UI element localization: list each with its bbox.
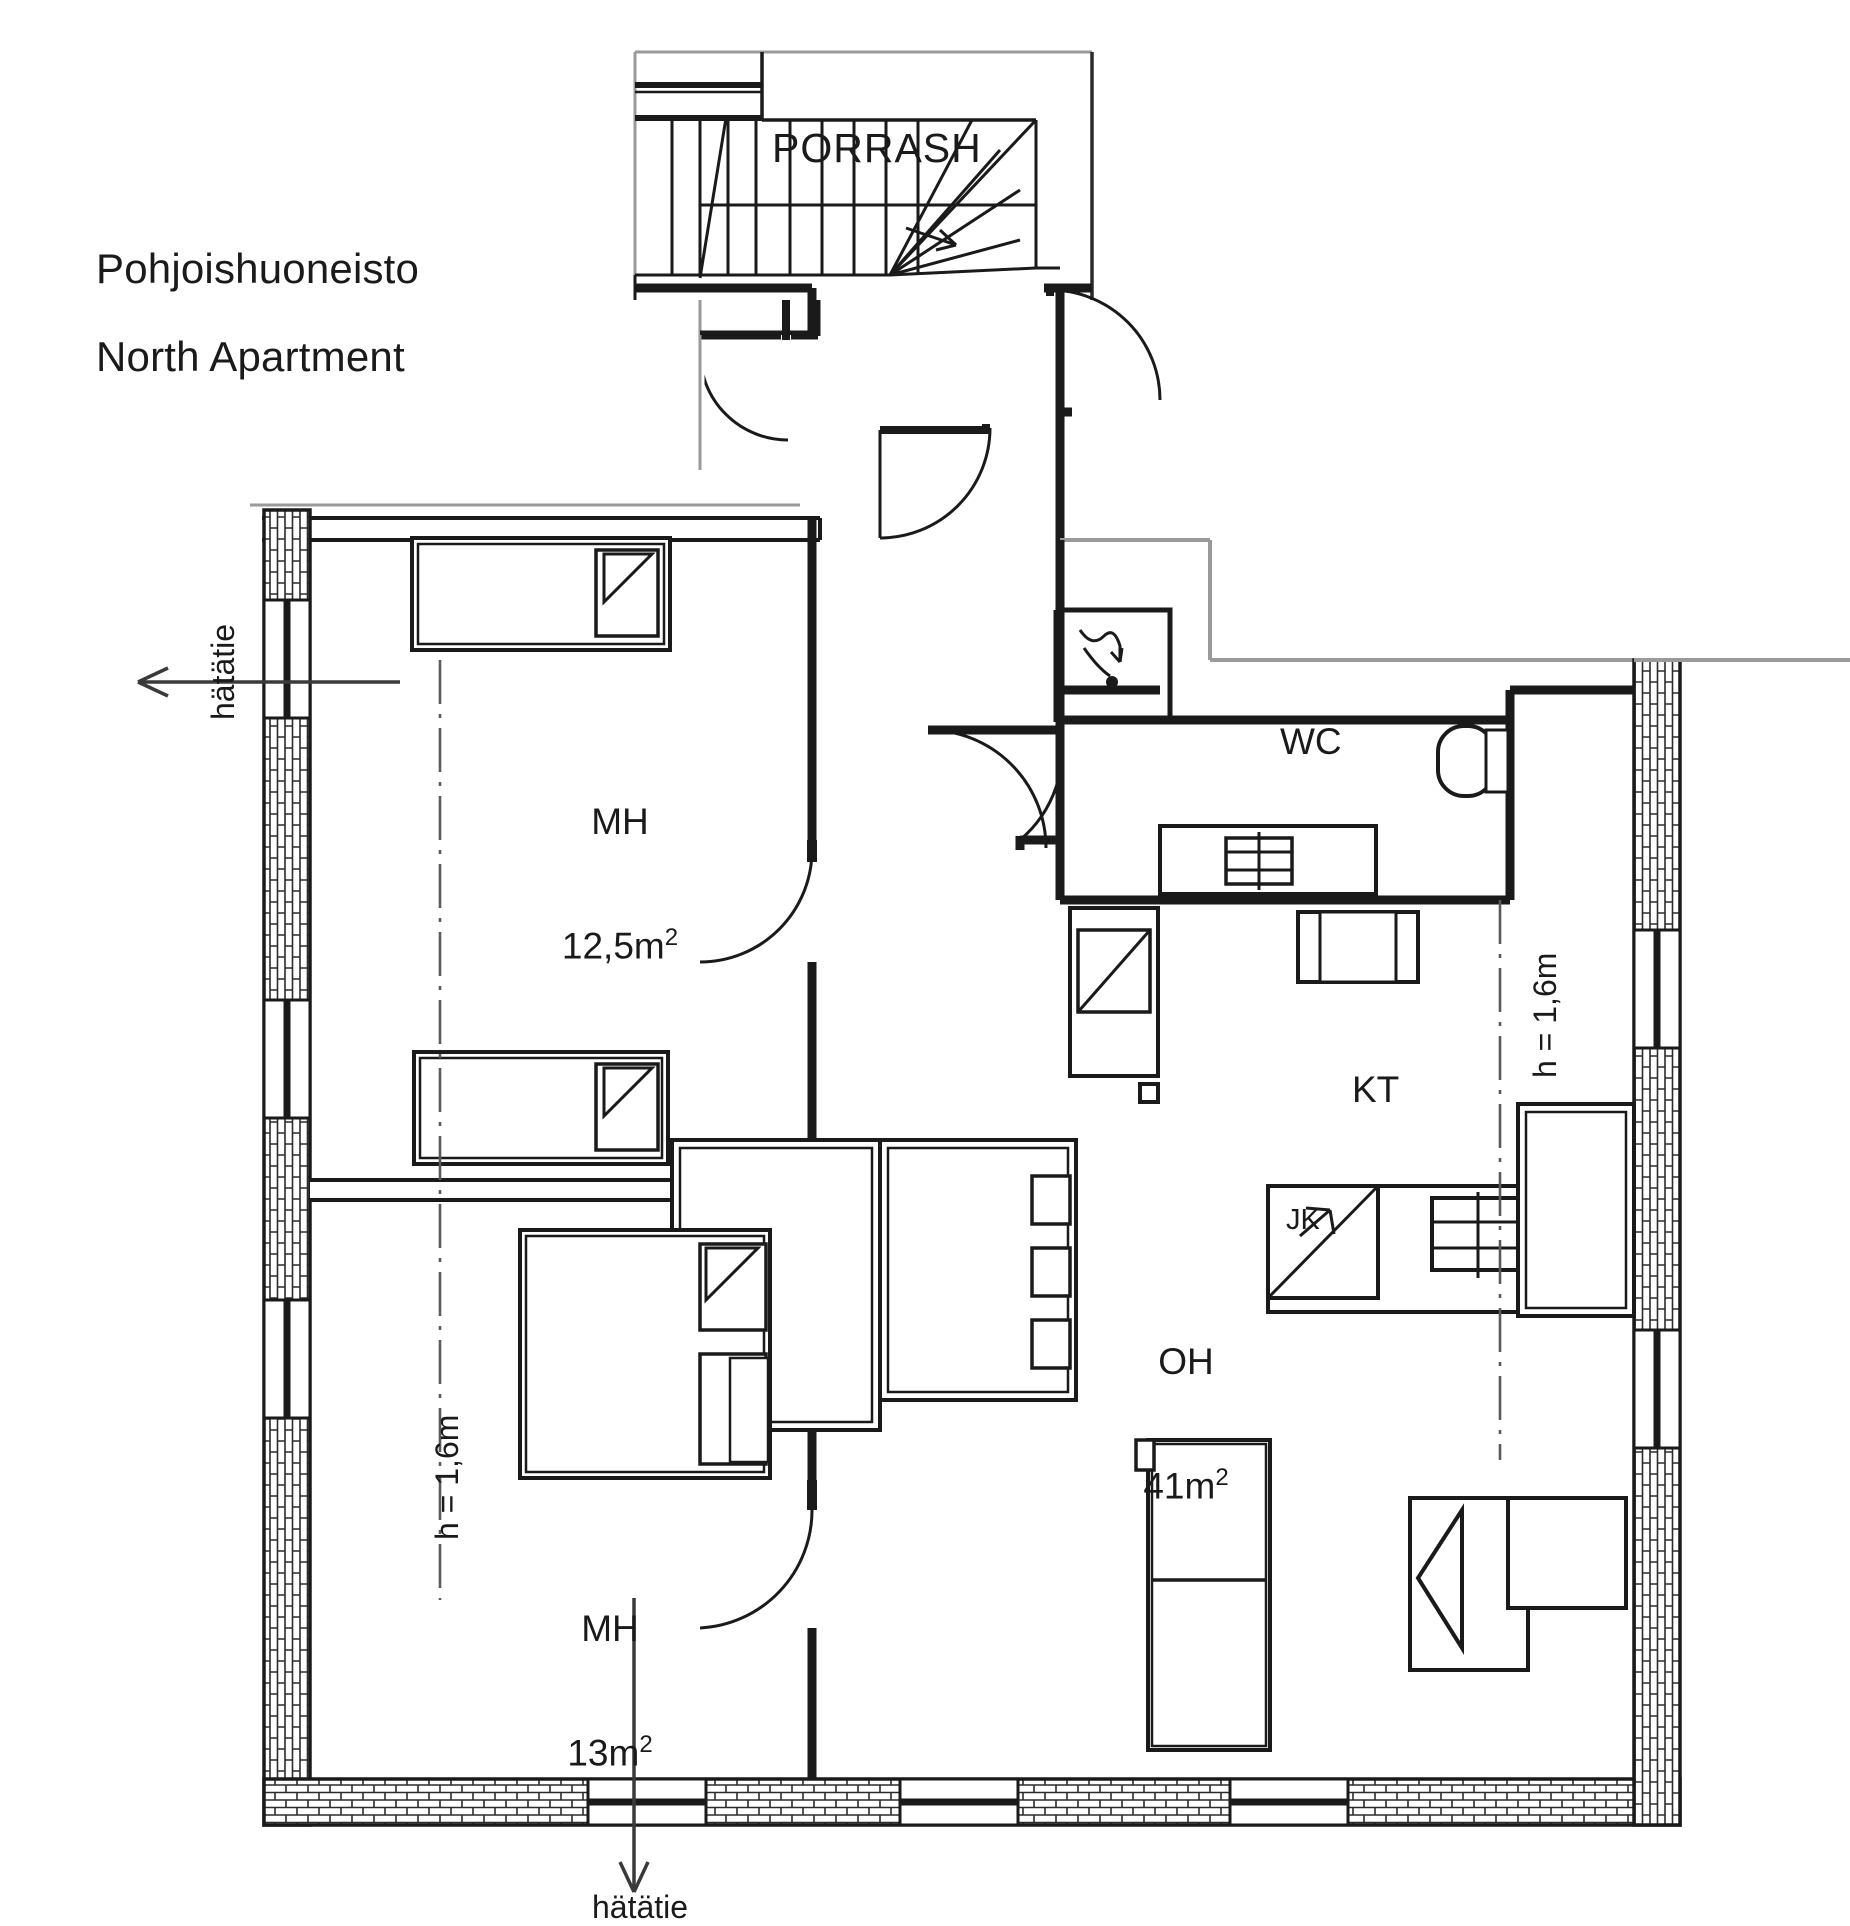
door-swing-stair-east: [1046, 288, 1162, 401]
bedroom-south-name: MH: [581, 1607, 639, 1649]
stairwell-label: PORRASH: [772, 125, 982, 171]
bedroom-north-name: MH: [591, 800, 649, 842]
toilet-fixture: [1436, 724, 1510, 798]
fridge-label: JK: [1286, 1204, 1320, 1236]
wc-label: WC: [1280, 721, 1342, 762]
outer-wall-north: [250, 503, 822, 542]
bed-double: [518, 1228, 772, 1480]
outer-wall-east: [1632, 658, 1850, 1827]
bedroom-north-label: MH 12,5m2: [530, 718, 710, 1008]
emergency-exit-west-label: hätätie: [205, 623, 241, 720]
living-room-name: OH: [1158, 1340, 1214, 1382]
living-room-label: OH 41m2: [1096, 1258, 1276, 1548]
wc-counter: [1158, 824, 1378, 896]
bedroom-north-area: 12,5m2: [561, 924, 679, 967]
kitchen-label: KT: [1352, 1069, 1400, 1110]
ceiling-height-right-label: h = 1,6m: [1527, 952, 1563, 1078]
wc-room: [927, 607, 1634, 905]
side-table: [1138, 1082, 1160, 1104]
armchair-corner: [1408, 1496, 1628, 1672]
emergency-exit-south-label: hätätie: [592, 1889, 689, 1925]
outer-wall-west: [262, 508, 312, 1827]
bedroom-south-label: MH 13m2: [520, 1525, 700, 1815]
entry-hall-walls: [1055, 288, 1700, 720]
living-room-area: 41m2: [1143, 1464, 1229, 1507]
bed-middle: [412, 1050, 670, 1166]
sofa: [1134, 1438, 1272, 1752]
appliance-small: [1296, 910, 1420, 984]
centerlines: [438, 660, 1502, 1600]
bedroom-south-area: 13m2: [567, 1731, 653, 1774]
ceiling-height-left-label: h = 1,6m: [429, 1414, 465, 1540]
emergency-exit-arrow-south: [618, 1598, 650, 1893]
stairwell-block: [633, 50, 1094, 470]
emergency-exit-arrow-west: [137, 666, 400, 698]
door-swing-hall: [878, 424, 992, 540]
page-title-fi: Pohjoishuoneisto: [96, 245, 420, 292]
door-swing-stair-west: [695, 351, 789, 470]
bed-north: [410, 536, 672, 652]
page-title-en: North Apartment: [96, 333, 405, 380]
kitchen: [1266, 1102, 1636, 1318]
armchair: [1068, 906, 1160, 1078]
outer-wall-south: [262, 1777, 1682, 1827]
